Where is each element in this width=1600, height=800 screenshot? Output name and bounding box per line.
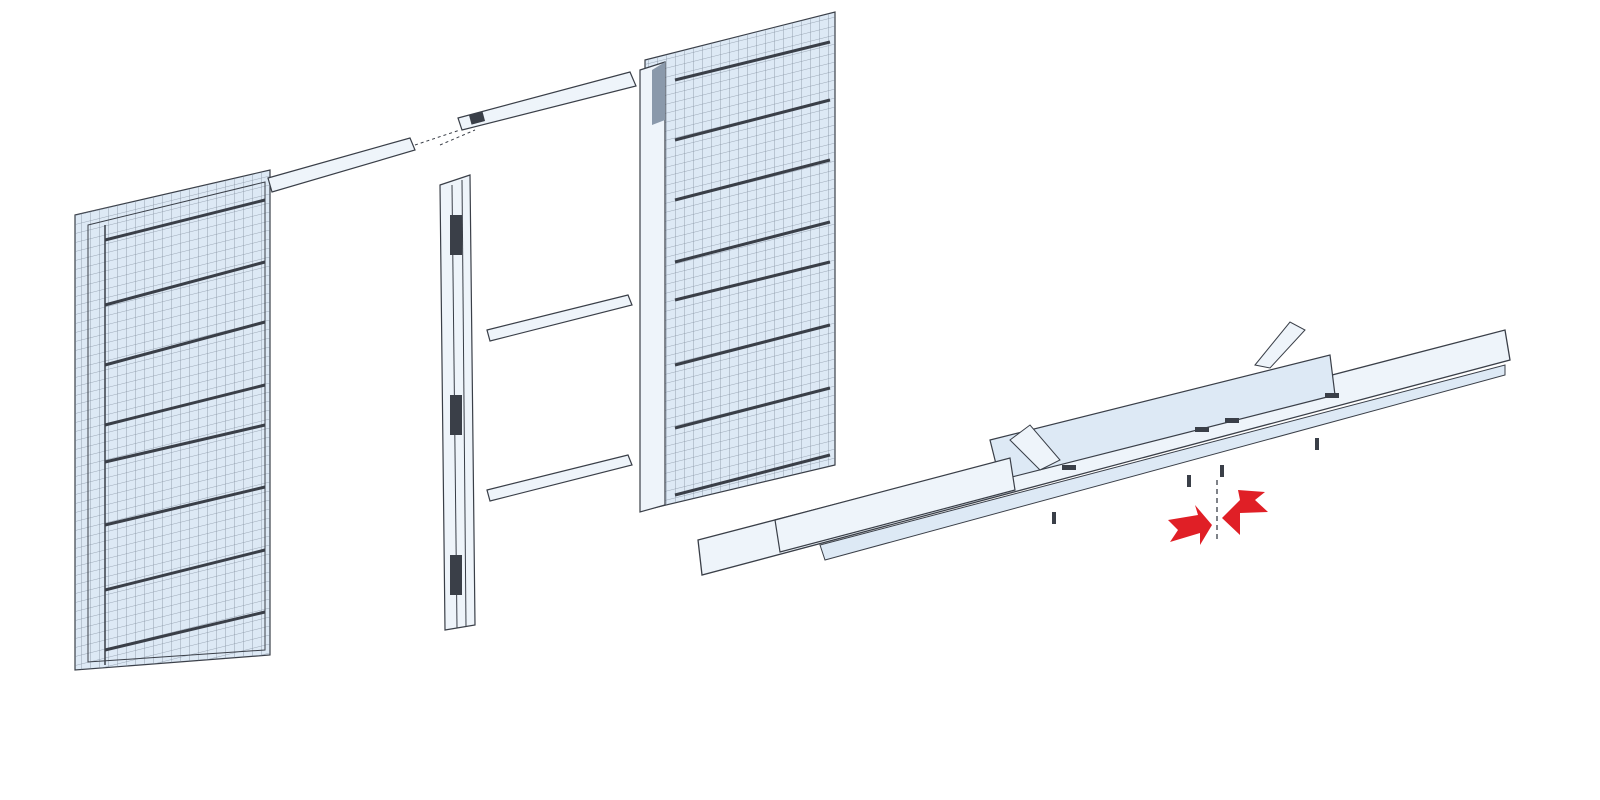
screws [1052,393,1339,524]
left-door-panel [74,169,271,671]
top-rail-right [457,71,637,131]
panel-stiffener-bars [104,198,266,652]
center-upright-post [439,174,476,631]
red-arrow-left-icon [1168,505,1212,545]
cross-brace-upper [486,294,633,342]
right-pocket-panel [639,11,836,513]
red-arrow-right-icon [1222,490,1268,535]
cross-brace-lower [486,454,633,502]
panel-front-jamb [639,61,666,513]
panel-stiffener-bars [674,40,831,497]
top-rail-left [267,129,476,193]
sliding-track-assembly [697,321,1511,576]
